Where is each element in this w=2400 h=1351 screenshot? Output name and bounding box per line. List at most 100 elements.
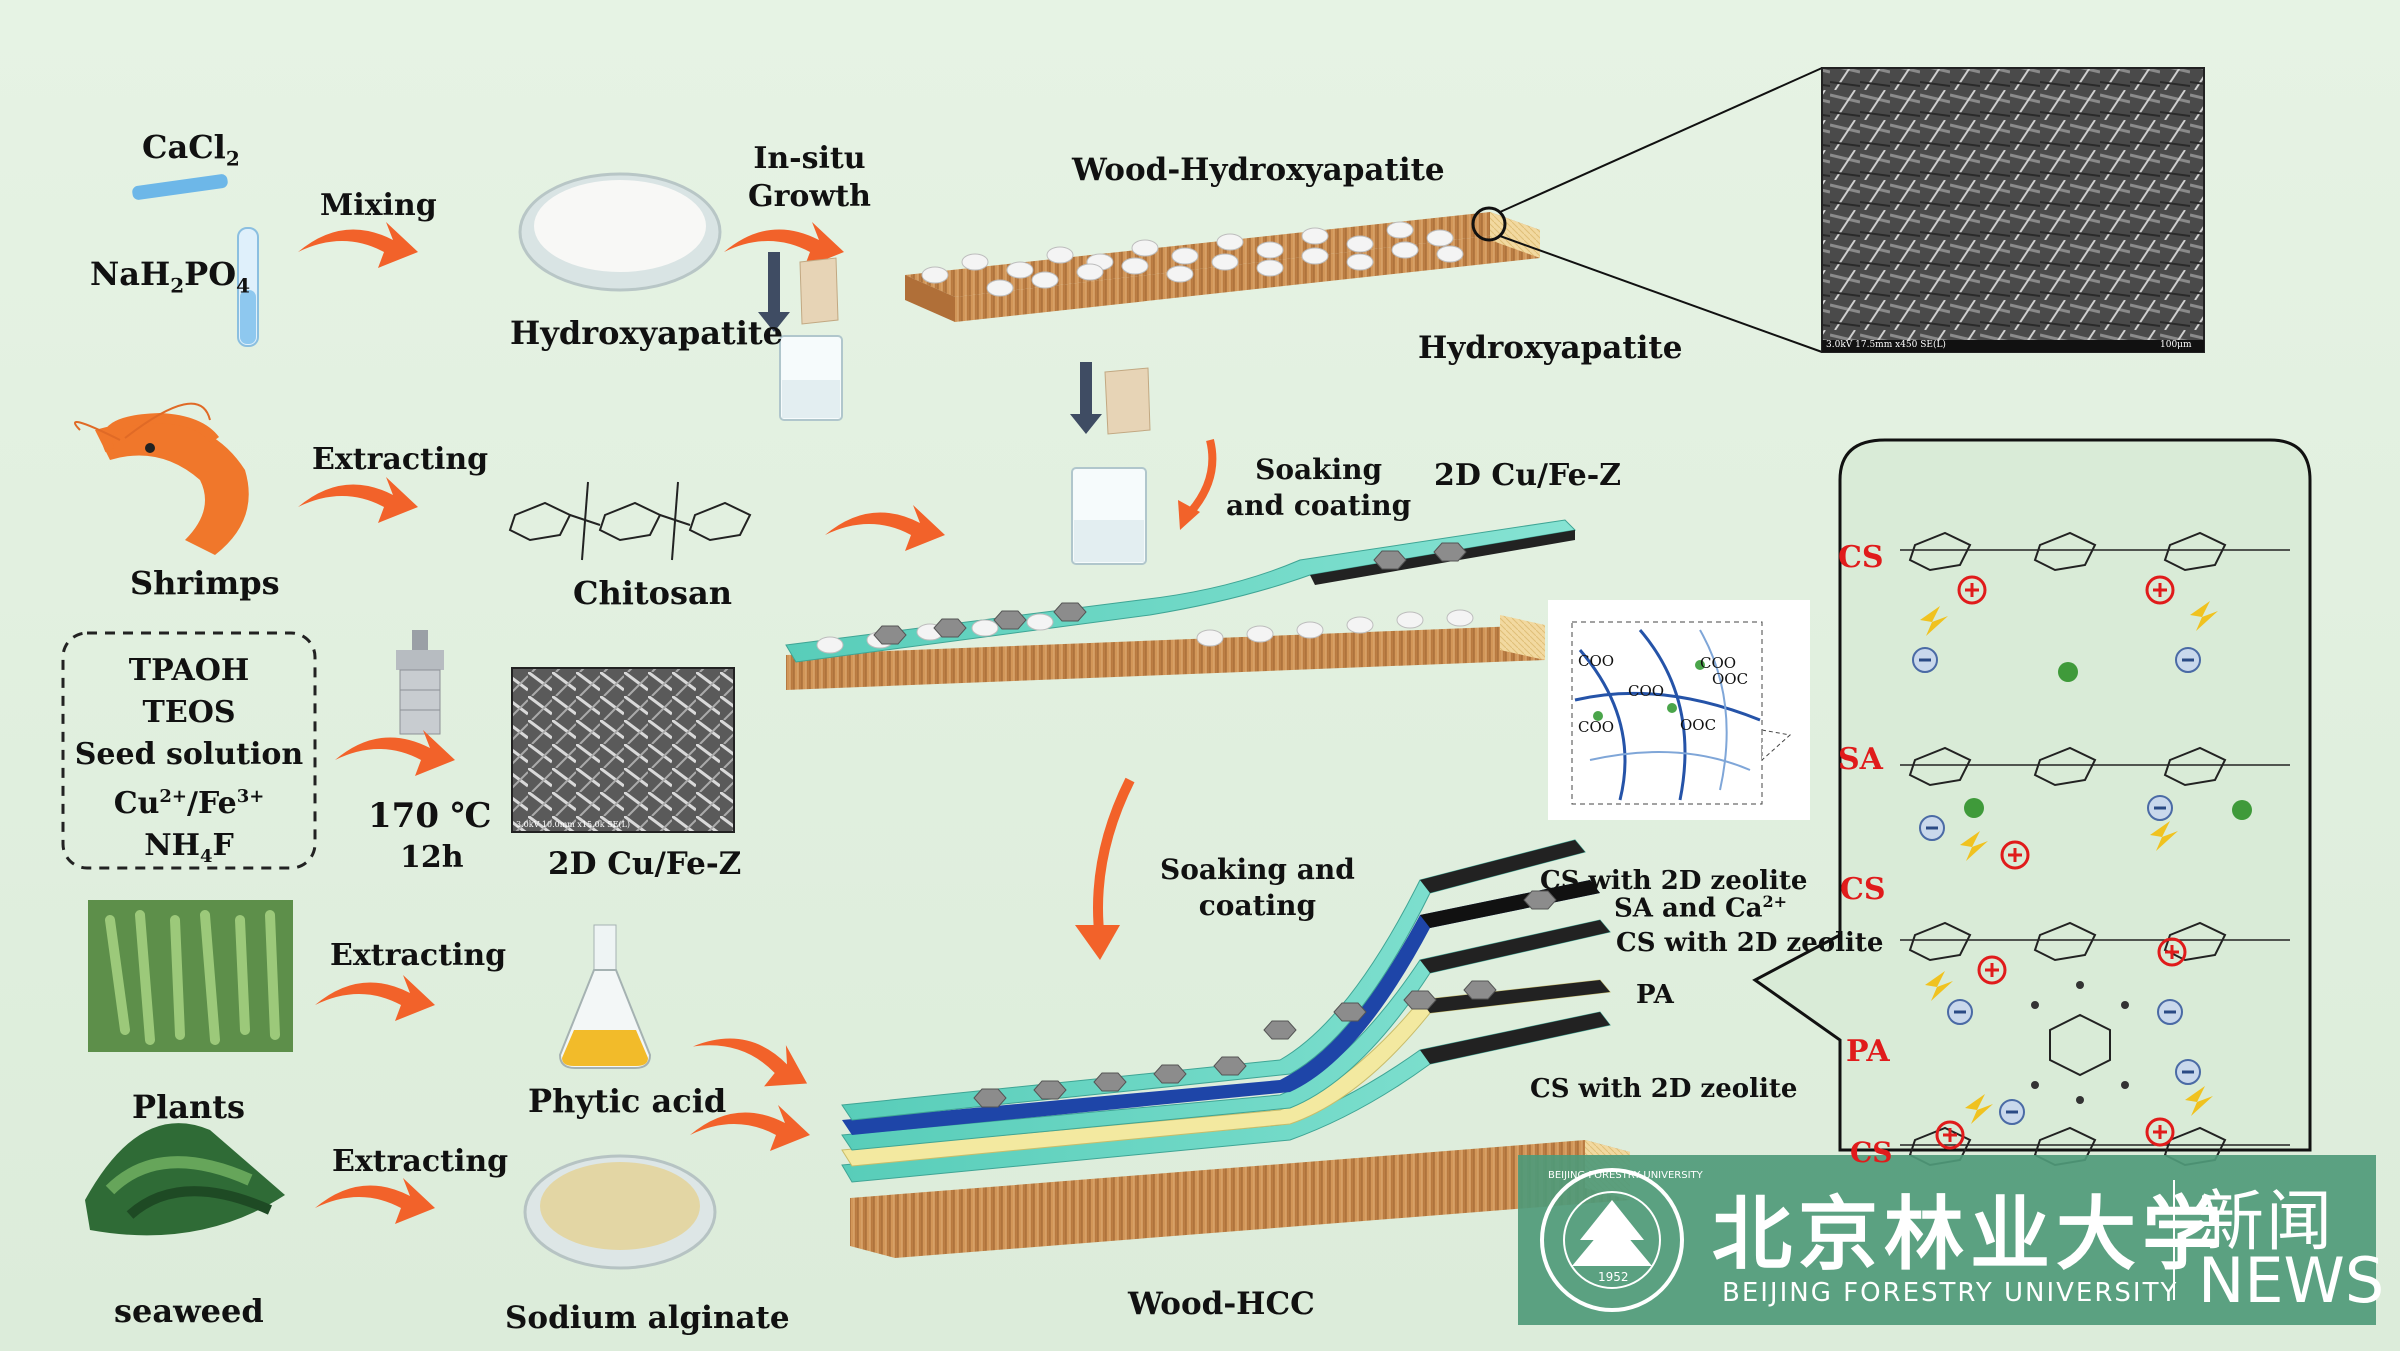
plus-charge-icon — [2145, 1117, 2175, 1147]
hydrothermal-arrow-icon — [335, 730, 455, 776]
layer-label-2: SA and Ca2+ — [1614, 892, 1788, 924]
wood-block-icon — [799, 257, 839, 325]
chitosan-arrow-icon — [825, 505, 945, 551]
hydroxyapatite-particle — [1006, 261, 1034, 279]
synthesis-box — [61, 631, 317, 870]
interaction-bolt-icon — [2190, 601, 2218, 631]
plus-charge-icon — [2145, 575, 2175, 605]
plants-label: Plants — [132, 1088, 246, 1126]
interaction-bolt-icon — [1960, 831, 1988, 861]
wood-hcc-stack — [841, 839, 1630, 1258]
coated-particle — [1396, 611, 1424, 629]
mech-pa: PA — [1846, 1034, 1890, 1069]
chitosan-label: Chitosan — [573, 574, 733, 612]
coated-particle — [1446, 609, 1474, 627]
hydroxyapatite-particle — [1166, 265, 1194, 283]
mech-cs-2: CS — [1840, 872, 1886, 907]
nah2po4-label: NaH2PO4 — [90, 255, 250, 298]
hydroxyapatite-particle — [986, 279, 1014, 297]
extracting-label-3: Extracting — [332, 1144, 509, 1179]
interaction-bolt-icon — [2150, 821, 2178, 851]
coated-particle — [1246, 625, 1274, 643]
chitosan-structure — [508, 481, 752, 561]
calcium-ion-icon — [1964, 798, 1984, 818]
plus-charge-icon — [1957, 575, 1987, 605]
hydroxyapatite-particle — [1436, 245, 1464, 263]
sodium-alginate-dish-icon — [523, 1154, 717, 1270]
coated-particle — [1346, 616, 1374, 634]
watermark-news-en: NEWS — [2198, 1244, 2385, 1317]
interaction-bolt-icon — [1965, 1094, 1993, 1124]
sugar-ring — [1908, 921, 1972, 962]
hydroxyapatite-particle — [1426, 229, 1454, 247]
wood-hydroxyapatite-label: Wood-Hydroxyapatite — [1072, 152, 1445, 188]
sodium-alginate-label: Sodium alginate — [505, 1300, 790, 1336]
plus-charge-icon — [2000, 840, 2030, 870]
inset-ooc-2: OOC — [1680, 716, 1717, 734]
coated-particle — [971, 619, 999, 637]
sugar-ring — [1908, 746, 1972, 787]
nah2po4-tube-icon — [237, 227, 259, 347]
interaction-bolt-icon — [1920, 606, 1948, 636]
inset-coo-3: COO — [1628, 682, 1665, 700]
hydroxyapatite-particle — [1076, 263, 1104, 281]
hydroxyapatite-particle — [961, 253, 989, 271]
sugar-ring — [2033, 531, 2097, 572]
hydroxyapatite-particle — [1031, 271, 1059, 289]
extracting-arrow-3-icon — [315, 1178, 435, 1224]
hydroxyapatite-particle — [1046, 246, 1074, 264]
hydroxyapatite-particle — [1121, 257, 1149, 275]
beaker-2-icon — [1070, 362, 1151, 565]
beaker-icon — [779, 335, 843, 421]
sem-meta-1: 3.0kV 17.5mm x450 SE(L) — [1826, 340, 1946, 350]
plants-photo — [88, 900, 293, 1052]
hydroxyapatite-particle-label: Hydroxyapatite — [1418, 330, 1683, 366]
layer-label-3: CS with 2D zeolite — [1616, 928, 1884, 958]
sugar-ring — [2163, 531, 2227, 572]
layer-label-5: CS with 2D zeolite — [1530, 1074, 1798, 1104]
hydroxyapatite-particle — [1256, 259, 1284, 277]
watermark-year: 1952 — [1598, 1270, 1629, 1284]
hydroxyapatite-label: Hydroxyapatite — [510, 314, 783, 352]
hydroxyapatite-particle — [1301, 227, 1329, 245]
hydroxyapatite-particle — [1386, 221, 1414, 239]
seaweed-label: seaweed — [114, 1292, 264, 1330]
mech-cs-3: CS — [1850, 1136, 1893, 1169]
coated-particle — [816, 636, 844, 654]
time-label: 12h — [400, 840, 464, 875]
sugar-ring — [2163, 921, 2227, 962]
seaweed-photo — [85, 1123, 285, 1236]
flask-icon — [558, 924, 652, 1069]
mixing-label: Mixing — [320, 188, 437, 223]
calcium-ion-icon — [2232, 800, 2252, 820]
mechanism-panel — [1752, 438, 2312, 1152]
interaction-bolt-icon — [2185, 1086, 2213, 1116]
hydroxyapatite-particle — [1346, 235, 1374, 253]
temperature-label: 170 ℃ — [368, 796, 492, 836]
sem-meta-2: 100μm — [2160, 340, 2192, 350]
watermark-en: BEIJING FORESTRY UNIVERSITY — [1722, 1278, 2179, 1308]
watermark-ring-text: BEIJING FORESTRY UNIVERSITY — [1548, 1170, 1703, 1181]
hydroxyapatite-particle — [1171, 247, 1199, 265]
coated-particle — [1296, 621, 1324, 639]
sem-meta-small: 3.0kV 10.0mm x15.0k SE(L) — [516, 820, 631, 829]
hydroxyapatite-particle — [1391, 241, 1419, 259]
zeolite-2d-label-b: 2D Cu/Fe-Z — [548, 846, 742, 882]
zeolite-2d-label: 2D Cu/Fe-Z — [1434, 458, 1622, 493]
sugar-ring — [2033, 746, 2097, 787]
interaction-bolt-icon — [1925, 971, 1953, 1001]
plus-charge-icon — [1977, 955, 2007, 985]
hydroxyapatite-particle — [1256, 241, 1284, 259]
layer-label-1: CS with 2D zeolite — [1540, 866, 1808, 896]
sugar-ring — [2033, 921, 2097, 962]
phytic-ring — [2049, 1013, 2111, 1077]
shrimps-label: Shrimps — [130, 564, 280, 602]
mech-cs-1: CS — [1838, 540, 1884, 575]
watermark-news-cn: 新闻 — [2198, 1183, 2334, 1260]
hydroxyapatite-particle — [1211, 253, 1239, 271]
